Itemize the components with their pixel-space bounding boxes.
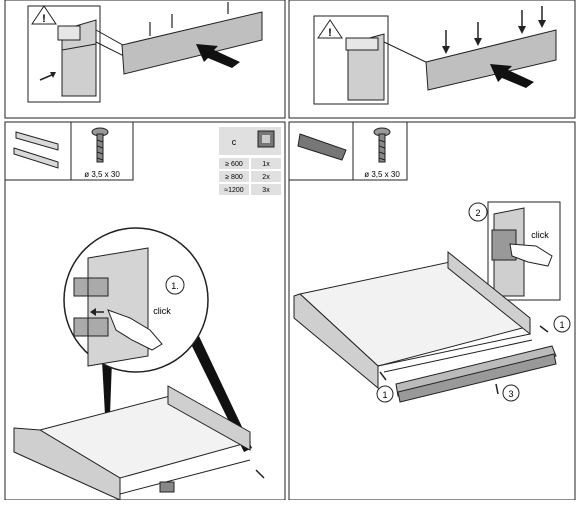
drawer-left <box>13 385 265 501</box>
top-left-drawer-front <box>95 2 263 75</box>
click-label: click <box>531 230 549 240</box>
step-callout <box>165 275 185 295</box>
parts-box-rail-right <box>288 121 354 181</box>
panel-top-right <box>288 0 576 119</box>
callout-label: 1 <box>559 320 564 330</box>
warning-triangle-icon <box>317 19 343 39</box>
top-right-drawer-front <box>383 6 557 91</box>
parts-box-screw-left: ø 3,5 x 30 <box>70 121 134 181</box>
screw-icon <box>91 127 109 163</box>
table-row-qty: 1x <box>262 161 270 168</box>
parts-box-screw-right: ø 3,5 x 30 <box>352 121 408 181</box>
table-header-label: c <box>232 137 237 147</box>
table-row-size: ≈1200 <box>224 187 244 194</box>
quantity-table: c ≥ 600 1x ≥ 800 2x ≈1200 3x <box>219 127 281 195</box>
hand-icon <box>107 309 163 351</box>
step-label: 1. <box>171 281 179 291</box>
push-arrow-large-icon <box>490 64 534 88</box>
table-row-qty: 2x <box>262 174 270 181</box>
screw-icon <box>373 127 391 163</box>
push-arrow-large-icon <box>196 44 240 68</box>
zoom-detail-left: 1. click <box>63 227 252 470</box>
screw-arrow-icon <box>495 383 499 395</box>
warning-mark: ! <box>42 13 46 25</box>
callout-circle <box>553 315 571 333</box>
table-row-size: ≥ 600 <box>225 161 243 168</box>
step-label: 2 <box>475 208 480 218</box>
parts-box-rails <box>4 121 72 181</box>
top-left-detail-box: ! <box>27 5 101 103</box>
warning-triangle-icon <box>31 5 57 25</box>
panel-top-left <box>4 0 286 119</box>
top-right-detail-box: ! <box>313 15 389 105</box>
callout-circle <box>376 385 394 403</box>
screw-spec-label: ø 3,5 x 30 <box>84 170 120 179</box>
click-label: click <box>153 306 171 316</box>
table-row-qty: 3x <box>262 187 270 194</box>
connector-icon <box>257 130 275 148</box>
arrow-icon <box>255 469 265 479</box>
warning-mark: ! <box>328 27 332 39</box>
callout-label: 1 <box>382 390 387 400</box>
callout-circle <box>502 384 520 402</box>
hand-icon <box>509 243 553 267</box>
callout-label: 3 <box>508 389 513 399</box>
step-callout <box>468 202 488 222</box>
table-row-size: ≥ 800 <box>225 174 243 181</box>
drawer-right: 1 1 3 <box>293 250 571 403</box>
arrow-icon <box>379 371 387 381</box>
detail-box-right: 2 click <box>468 201 561 301</box>
screw-spec-label: ø 3,5 x 30 <box>364 170 400 179</box>
arrow-icon <box>539 325 549 333</box>
